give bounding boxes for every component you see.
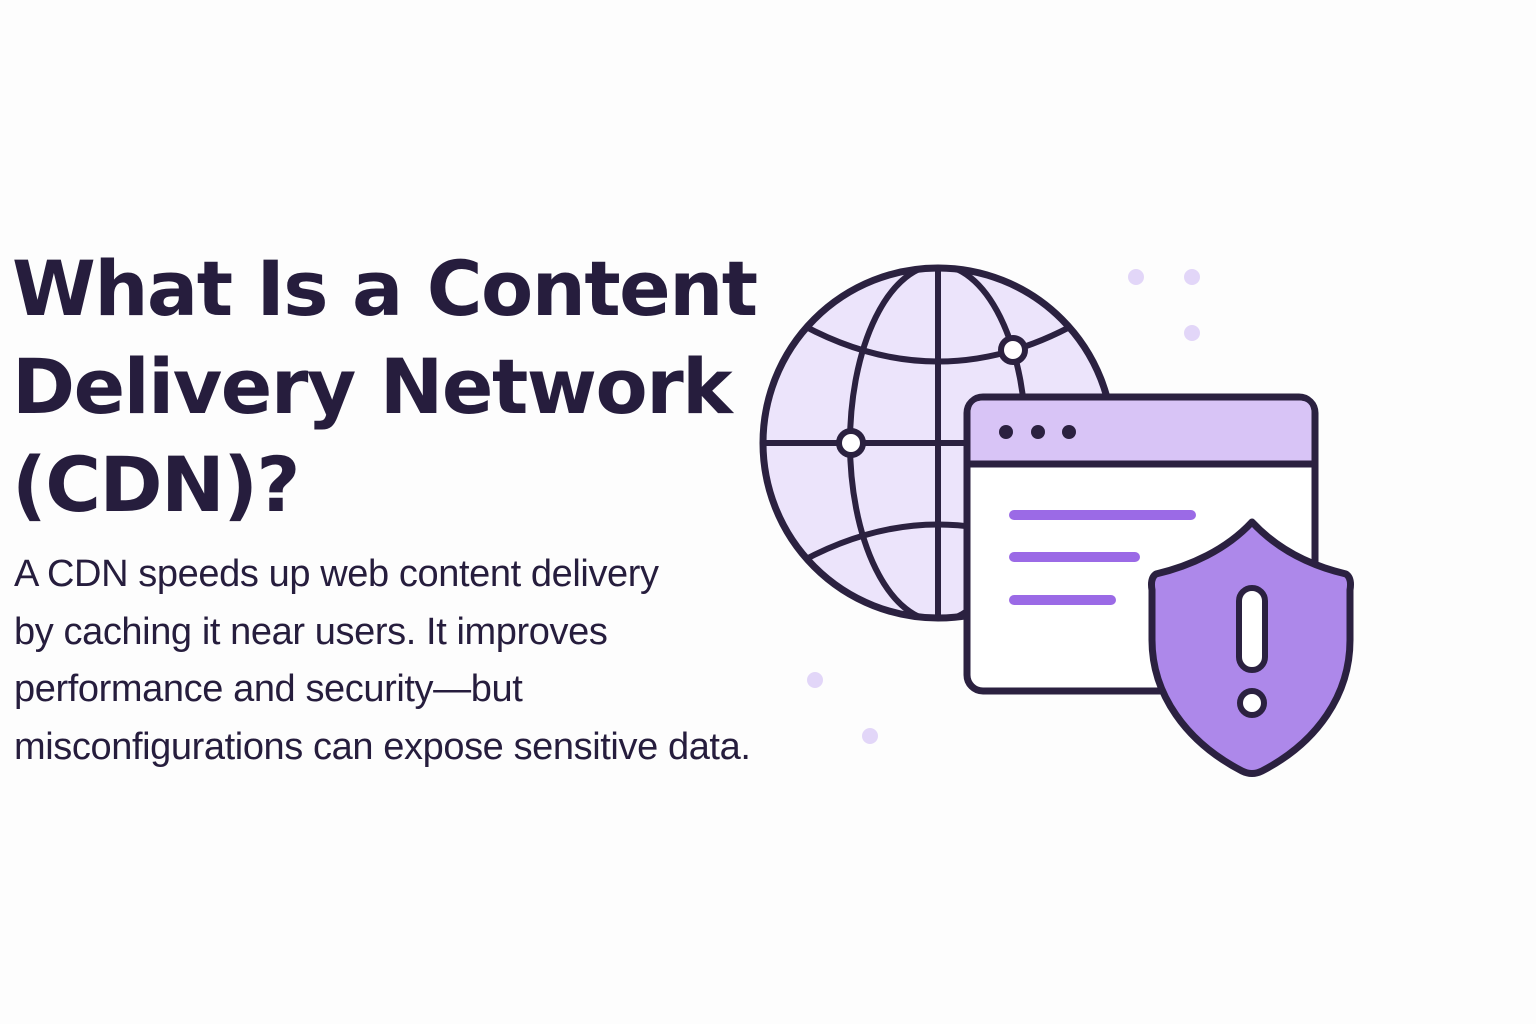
description-line-3: performance and security—but xyxy=(14,668,523,710)
network-node xyxy=(998,335,1028,365)
title-line-1: What Is a Content xyxy=(12,244,758,333)
shield-warning-icon xyxy=(1148,518,1354,777)
exclamation-dot xyxy=(1237,688,1267,718)
hero-text: What Is a Content Delivery Network (CDN)… xyxy=(12,240,812,776)
window-dot xyxy=(1031,425,1045,439)
description-line-1: A CDN speeds up web content delivery xyxy=(14,553,659,595)
dot xyxy=(862,728,878,744)
dot xyxy=(1128,269,1144,285)
dot xyxy=(807,672,823,688)
description: A CDN speeds up web content delivery by … xyxy=(14,546,812,776)
decorative-dots xyxy=(807,269,1200,744)
window-dot xyxy=(1062,425,1076,439)
title-line-3: (CDN)? xyxy=(12,440,301,529)
network-node xyxy=(836,428,866,458)
page-title: What Is a Content Delivery Network (CDN)… xyxy=(12,240,812,534)
dot xyxy=(1184,325,1200,341)
dot xyxy=(1184,269,1200,285)
title-line-2: Delivery Network xyxy=(12,342,733,431)
description-line-4: misconfigurations can expose sensitive d… xyxy=(14,725,751,768)
exclamation-bar xyxy=(1236,585,1268,673)
description-line-2: by caching it near users. It improves xyxy=(14,610,608,653)
window-dot xyxy=(999,425,1013,439)
